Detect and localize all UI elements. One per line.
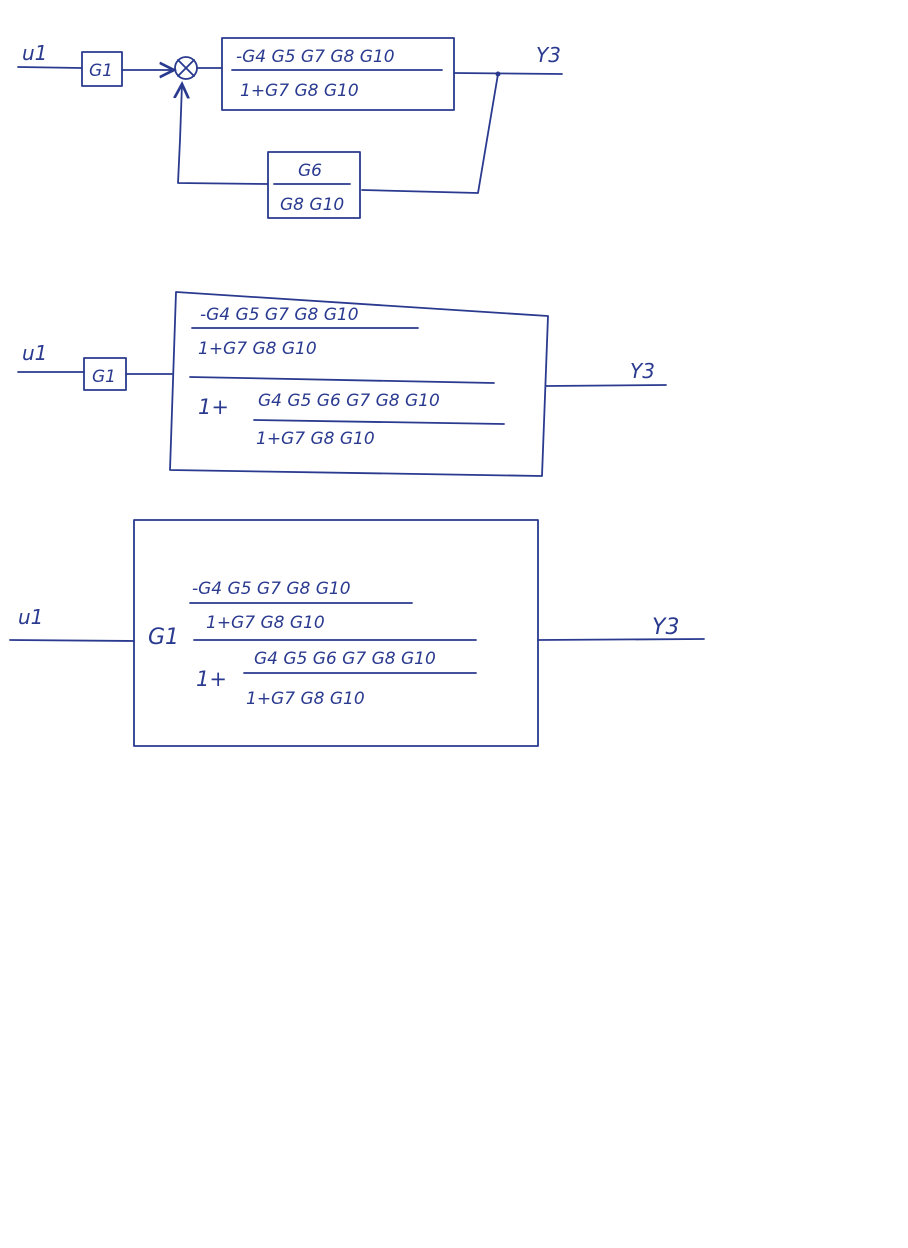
output-line <box>537 638 705 641</box>
output-line <box>453 72 563 75</box>
input-line <box>9 639 135 642</box>
forward-numerator: -G4 G5 G7 G8 G10 <box>236 47 395 67</box>
diagram-3: u1 G1 -G4 G5 G7 G8 G10 1+G7 G8 G10 1+ G4… <box>9 519 705 747</box>
output-label-y3: Y3 <box>536 43 561 67</box>
diagram-2: u1 G1 -G4 G5 G7 G8 G10 1+G7 G8 G10 1+ G4… <box>17 291 667 477</box>
g1-label: G1 <box>89 61 113 81</box>
sub-numerator: G4 G5 G6 G7 G8 G10 <box>254 649 436 669</box>
feedback-path-left <box>178 84 269 185</box>
g1-label: G1 <box>148 625 179 650</box>
input-line <box>17 66 83 69</box>
input-label-u1: u1 <box>22 41 47 65</box>
one-plus: 1+ <box>198 395 229 419</box>
output-label-y3: Y3 <box>652 615 679 640</box>
sub-denominator: 1+G7 G8 G10 <box>256 429 375 449</box>
one-plus: 1+ <box>196 667 227 691</box>
forward-denominator: 1+G7 G8 G10 <box>240 81 359 101</box>
diagram-1: u1 G1 -G4 G5 G7 G8 G10 1+G7 G8 G10 Y3 G6… <box>17 37 563 219</box>
inner-numerator: -G4 G5 G7 G8 G10 <box>200 305 359 325</box>
output-line <box>545 384 667 387</box>
feedback-numerator: G6 <box>298 161 322 181</box>
feedback-denominator: G8 G10 <box>280 195 344 215</box>
g1-label: G1 <box>92 367 116 387</box>
forward-block <box>221 37 455 111</box>
feedback-path-right <box>361 73 499 194</box>
sub-numerator: G4 G5 G6 G7 G8 G10 <box>258 391 440 411</box>
summing-cross <box>177 59 195 77</box>
feedback-block <box>267 151 361 219</box>
inner-denominator: 1+G7 G8 G10 <box>206 613 325 633</box>
input-label-u1: u1 <box>18 605 43 629</box>
inner-numerator: -G4 G5 G7 G8 G10 <box>192 579 351 599</box>
g1-block <box>81 51 123 87</box>
sub-denominator: 1+G7 G8 G10 <box>246 689 365 709</box>
inner-denominator: 1+G7 G8 G10 <box>198 339 317 359</box>
sub-fraction-bar <box>253 419 505 425</box>
main-fraction-bar <box>189 376 495 384</box>
final-block <box>133 519 539 747</box>
output-label-y3: Y3 <box>630 359 655 383</box>
input-label-u1: u1 <box>22 341 47 365</box>
combined-block <box>169 291 549 477</box>
